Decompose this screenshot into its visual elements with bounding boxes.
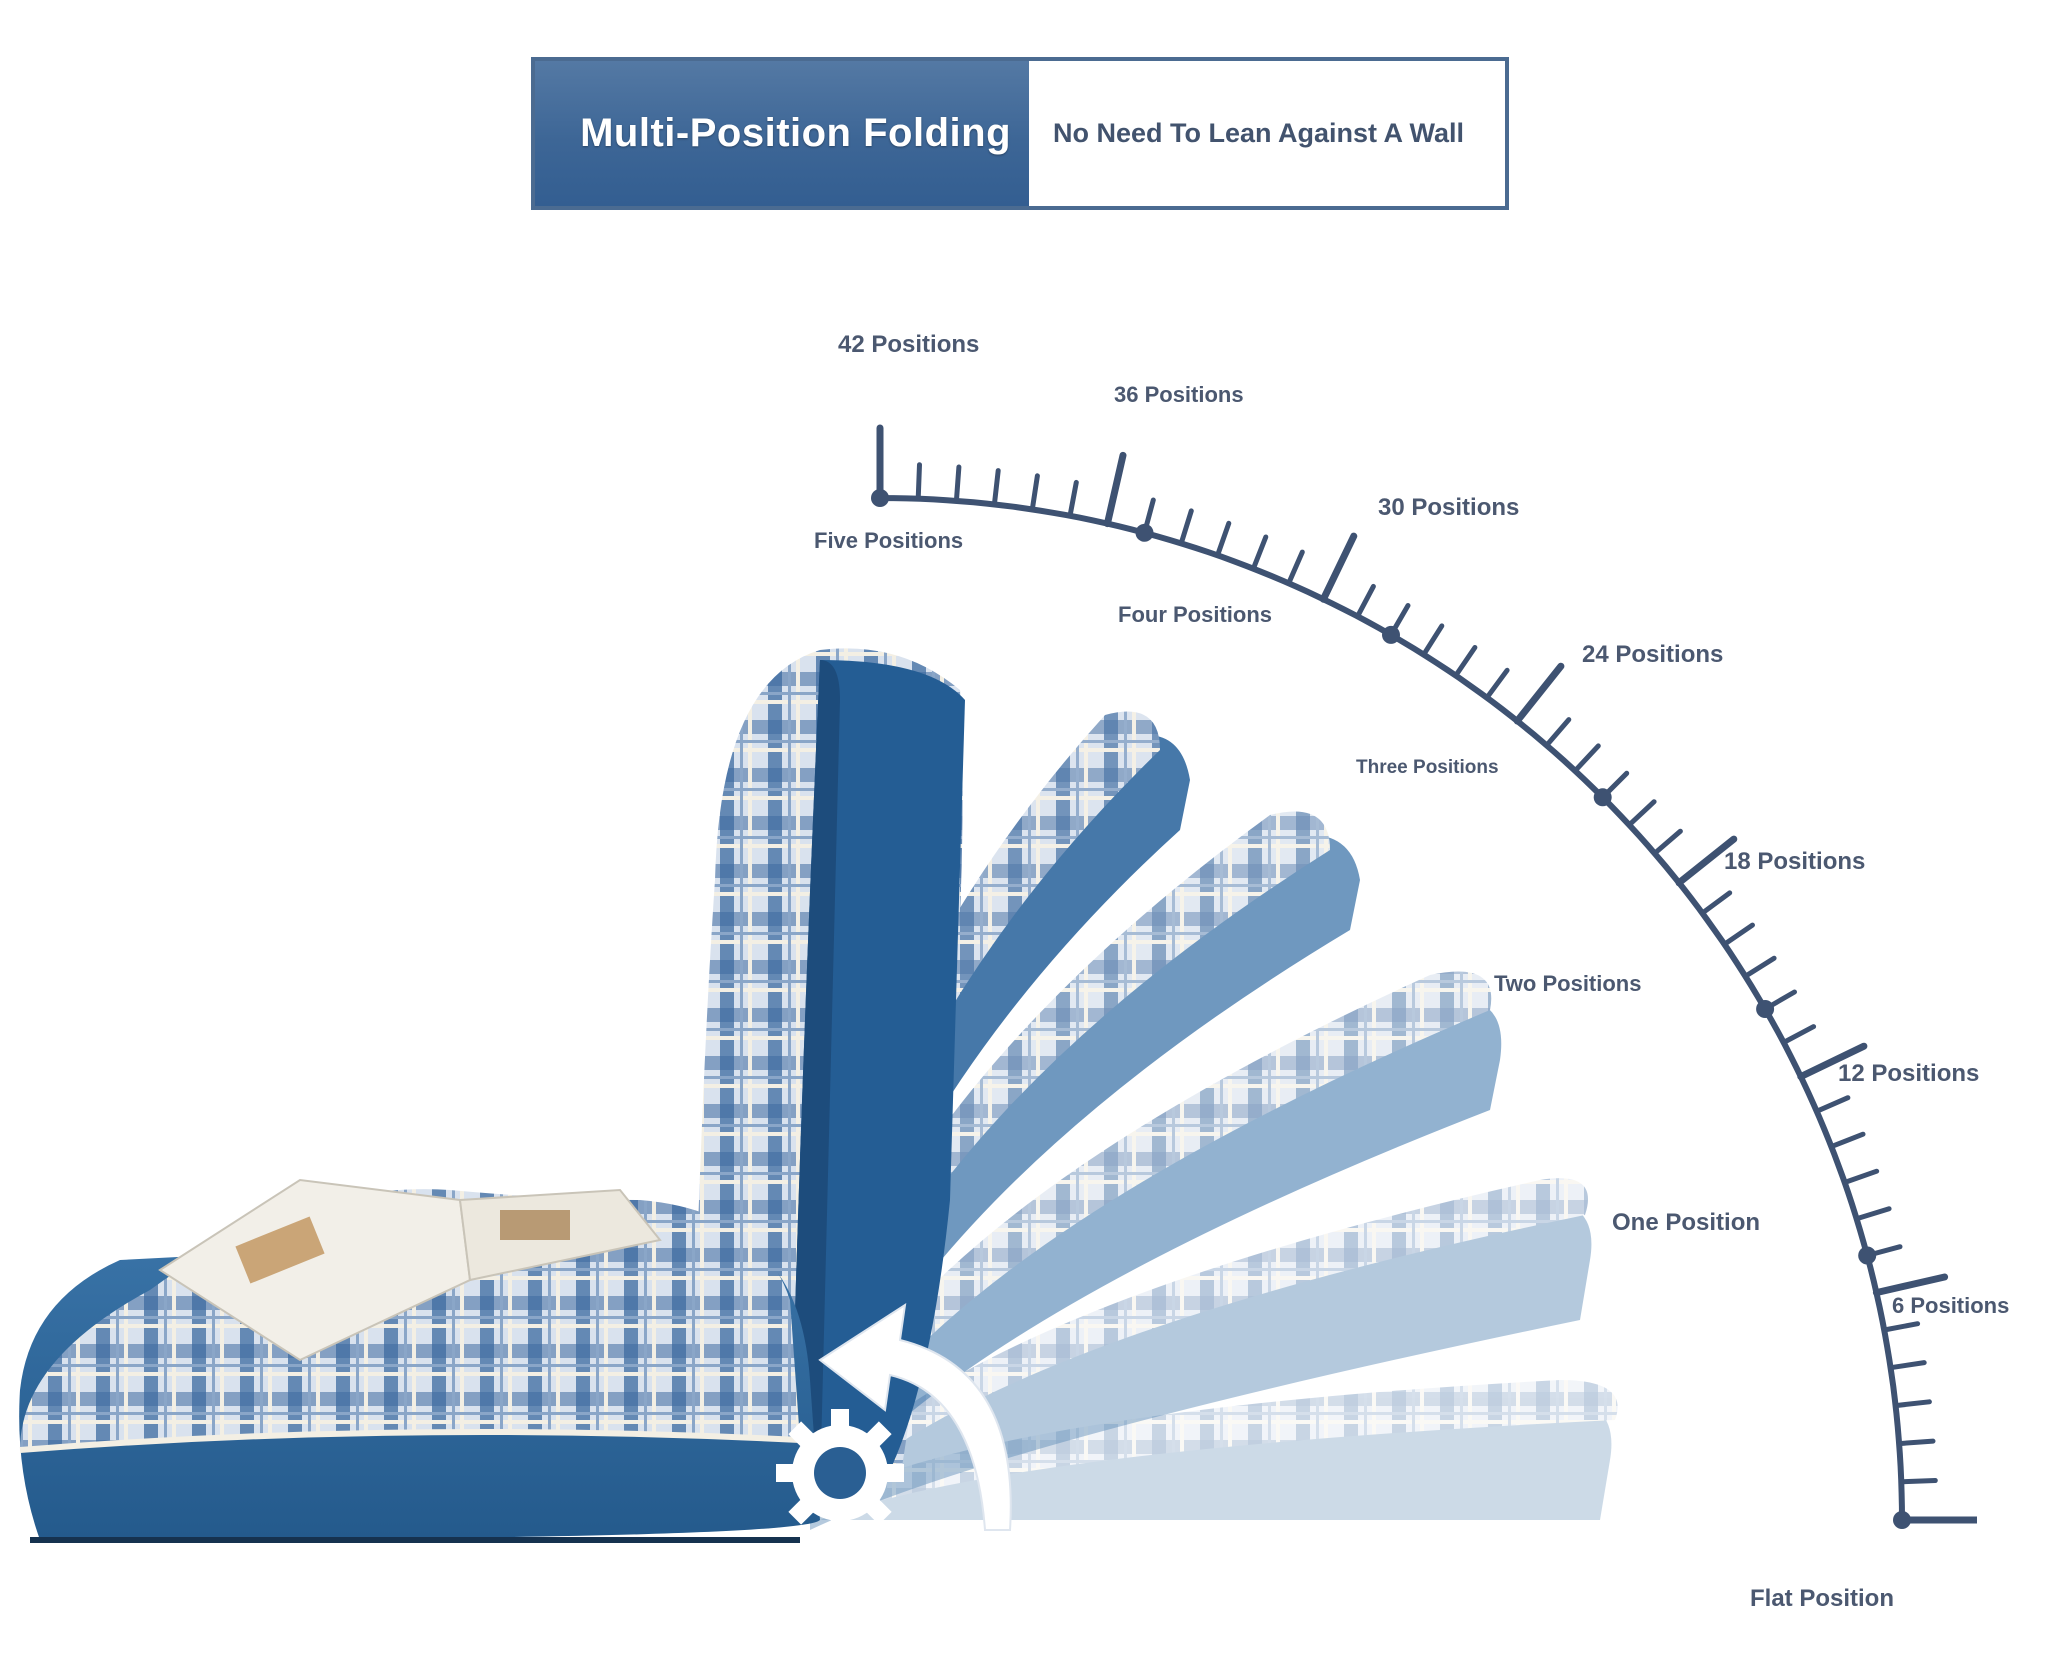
ghost-backrest-3 xyxy=(800,971,1502,1520)
dial-tick xyxy=(1781,1024,1817,1045)
banner-title: Multi-Position Folding xyxy=(580,111,1011,155)
dial-tick xyxy=(1893,1399,1932,1409)
dial-tick xyxy=(1286,549,1305,586)
dial-tick xyxy=(1721,922,1755,947)
dial-tick xyxy=(1544,717,1572,748)
label-three-positions: Three Positions xyxy=(1356,757,1499,778)
gear-icon xyxy=(776,1409,904,1537)
dial-major-tick xyxy=(1103,451,1127,528)
ghost-backrest-1 xyxy=(820,1380,1618,1520)
dial-tick xyxy=(915,462,922,502)
header-banner: Multi-Position Folding No Need To Lean A… xyxy=(531,57,1509,210)
label-two-positions: Two Positions xyxy=(1494,971,1642,996)
dial-tick xyxy=(1215,520,1232,558)
dial-position-dot xyxy=(1382,625,1400,644)
dial-tick xyxy=(953,464,962,504)
dial-tick xyxy=(1626,799,1657,828)
dial-tick xyxy=(1453,645,1478,679)
dial-major-tick xyxy=(1319,532,1358,603)
dial-major-tick xyxy=(1513,662,1565,725)
dial-major-tick xyxy=(1675,835,1738,887)
ghost-backrest-5 xyxy=(780,711,1190,1500)
label-42-positions: 42 Positions xyxy=(838,331,980,358)
dial-tick xyxy=(991,468,1001,507)
dial-major-tick xyxy=(1797,1042,1868,1081)
ghost-backrest-4 xyxy=(790,811,1360,1510)
label-five-positions: Five Positions xyxy=(814,528,964,553)
dial-position-dot xyxy=(1756,1000,1775,1018)
dial-tick xyxy=(1355,583,1376,619)
label-18-positions: 18 Positions xyxy=(1724,848,1866,875)
dial-tick xyxy=(1250,534,1269,572)
dial-tick xyxy=(1814,1095,1851,1114)
dial-tick xyxy=(1178,508,1194,546)
label-flat-position: Flat Position xyxy=(1750,1585,1894,1612)
dial-position-dot xyxy=(1135,523,1154,542)
label-one-position: One Position xyxy=(1612,1209,1761,1236)
dial-tick xyxy=(1067,479,1079,519)
dial-tick xyxy=(1854,1206,1892,1222)
dial-position-dot xyxy=(1858,1246,1877,1265)
dial-major-tick xyxy=(1872,1273,1949,1297)
dial-tick xyxy=(1421,623,1445,658)
dial-position-dot xyxy=(871,489,889,507)
dial-tick xyxy=(1888,1360,1927,1371)
label-24-positions: 24 Positions xyxy=(1582,641,1724,668)
dial-tick xyxy=(1742,955,1777,979)
label-6-positions: 6 Positions xyxy=(1892,1293,2010,1318)
dial-tick xyxy=(1029,473,1040,512)
banner-title-panel: Multi-Position Folding xyxy=(535,61,1029,206)
banner-subtitle-panel: No Need To Lean Against A Wall xyxy=(1029,61,1505,206)
dial-tick xyxy=(1572,743,1601,774)
curved-arrow-icon xyxy=(818,1302,1012,1531)
dial-tick xyxy=(1898,1478,1938,1485)
dial-tick xyxy=(1699,890,1733,916)
dial-tick xyxy=(1881,1321,1921,1333)
dial-tick xyxy=(1484,667,1510,701)
dial-tick xyxy=(1896,1438,1936,1447)
label-four-positions: Four Positions xyxy=(1118,602,1272,627)
dial-position-dot xyxy=(1593,788,1612,807)
label-36-positions: 36 Positions xyxy=(1114,382,1244,407)
dial-tick xyxy=(1652,828,1683,856)
dial-tick xyxy=(1842,1168,1880,1185)
book-image xyxy=(158,1178,662,1362)
dial-tick xyxy=(1828,1131,1866,1150)
label-12-positions: 12 Positions xyxy=(1838,1060,1980,1087)
label-30-positions: 30 Positions xyxy=(1378,494,1520,521)
banner-subtitle: No Need To Lean Against A Wall xyxy=(1053,118,1465,148)
angle-scale xyxy=(871,424,1977,1529)
